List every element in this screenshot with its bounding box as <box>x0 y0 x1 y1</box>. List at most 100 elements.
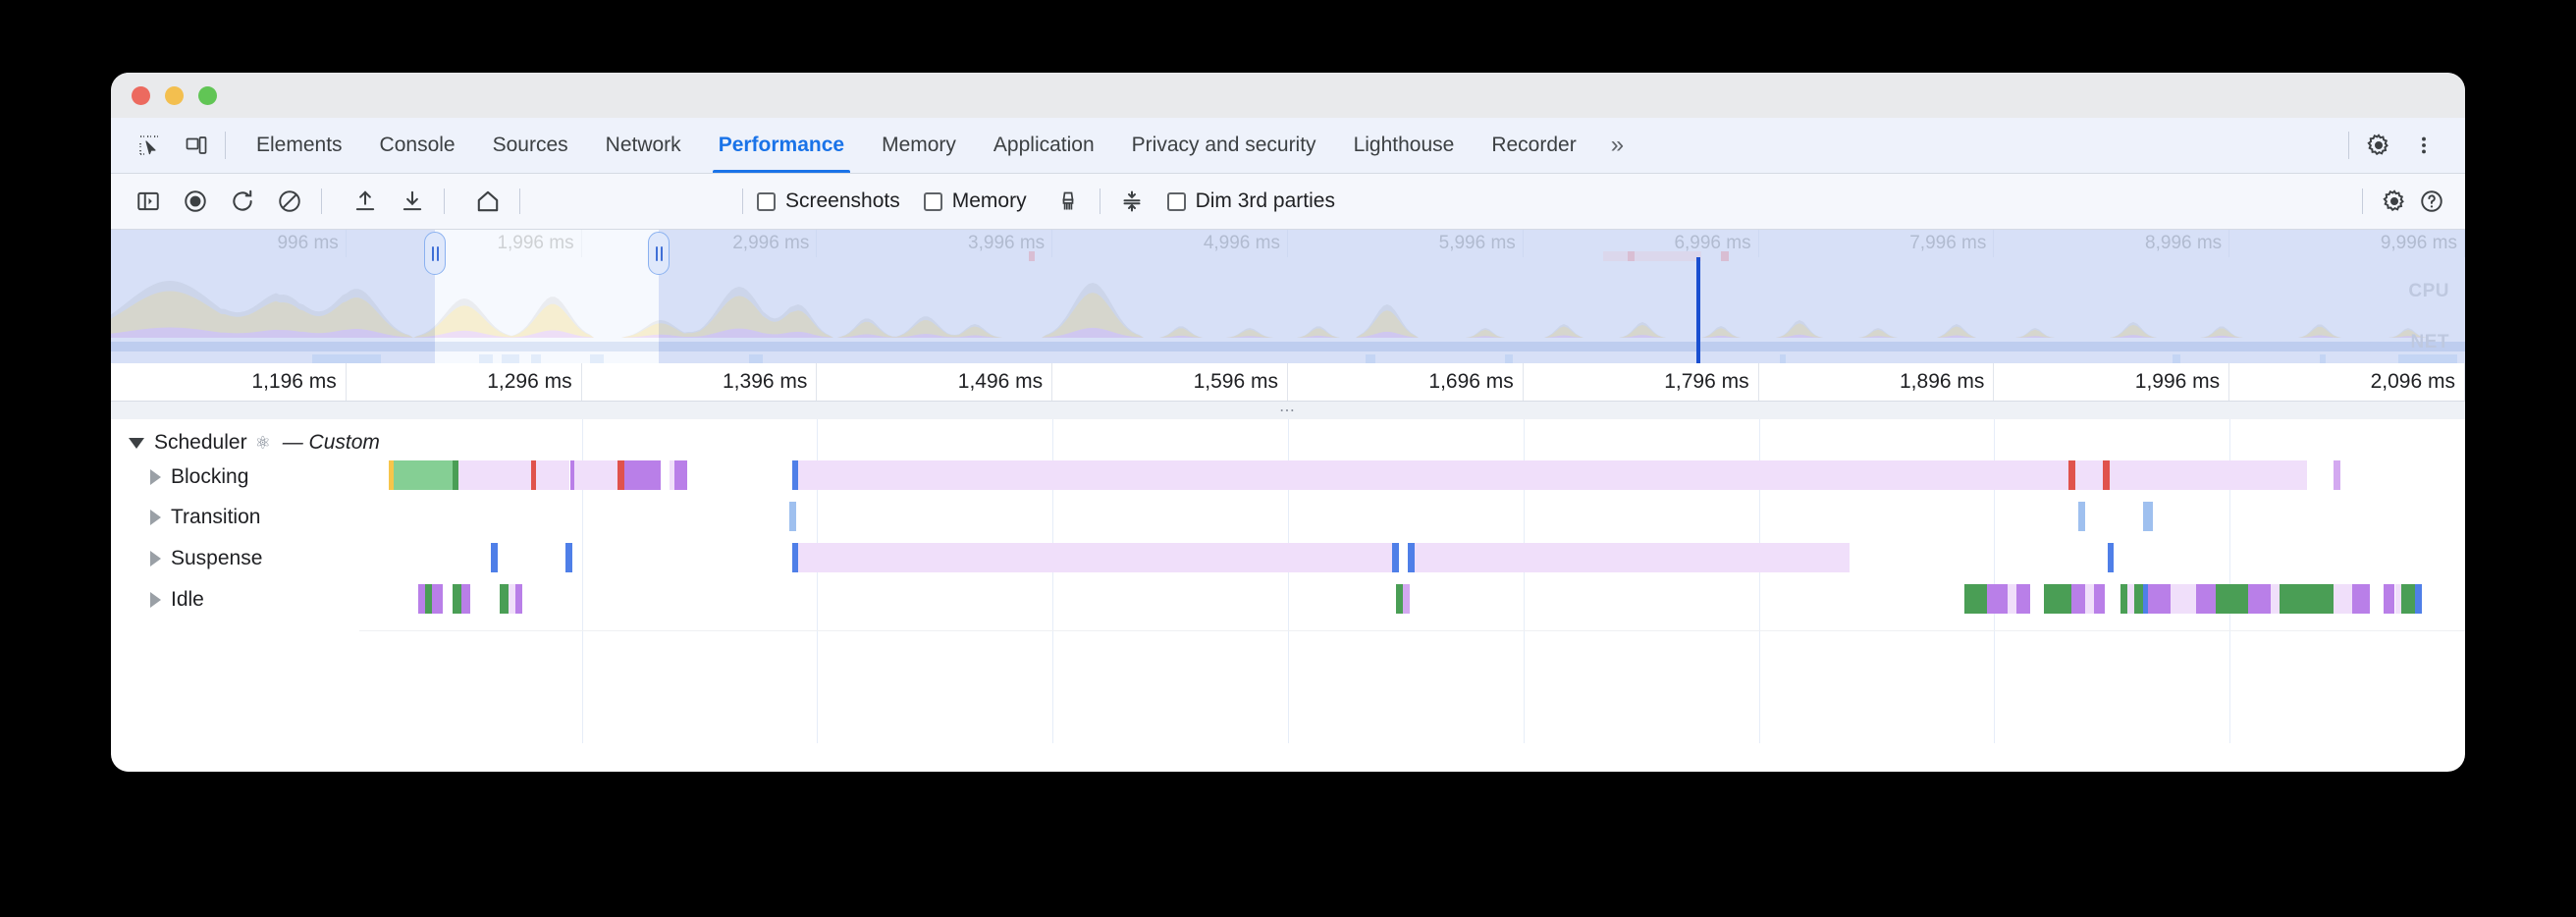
close-window-button[interactable] <box>132 86 150 105</box>
flame-entry[interactable] <box>789 502 797 531</box>
flame-entry[interactable] <box>1964 584 1988 614</box>
flame-entry[interactable] <box>2107 543 2115 572</box>
capture-settings-gear-icon[interactable] <box>2377 184 2412 219</box>
home-icon[interactable] <box>470 184 506 219</box>
memory-checkbox-box[interactable] <box>923 191 942 211</box>
more-tabs-icon[interactable]: » <box>1610 132 1625 158</box>
flame-entry[interactable] <box>2171 584 2196 614</box>
tab-memory[interactable]: Memory <box>882 134 956 156</box>
flame-entry[interactable] <box>569 460 575 490</box>
flame-entry[interactable] <box>2102 460 2110 490</box>
tab-network[interactable]: Network <box>605 134 681 156</box>
flame-entry[interactable] <box>2016 584 2031 614</box>
flame-entry[interactable] <box>2143 584 2149 614</box>
dim-3rd-parties-checkbox-box[interactable] <box>1166 191 1186 211</box>
flame-entry[interactable] <box>2383 584 2395 614</box>
flame-entry[interactable] <box>673 460 688 490</box>
flame-entry[interactable] <box>669 460 674 490</box>
flame-entry[interactable] <box>2044 584 2071 614</box>
flame-entry[interactable] <box>2334 584 2352 614</box>
flame-entry[interactable] <box>500 584 510 614</box>
flame-entry[interactable] <box>574 460 617 490</box>
flame-entry[interactable] <box>2401 584 2416 614</box>
flame-entry[interactable] <box>2075 460 2103 490</box>
flame-entry[interactable] <box>535 460 570 490</box>
upload-profile-icon[interactable] <box>348 184 383 219</box>
flame-entry[interactable] <box>2247 584 2271 614</box>
flame-entry[interactable] <box>490 543 498 572</box>
flame-entry[interactable] <box>393 460 453 490</box>
tab-elements[interactable]: Elements <box>256 134 343 156</box>
track-bars-blocking[interactable] <box>111 460 2465 490</box>
flame-entry[interactable] <box>1414 543 1850 572</box>
clear-icon[interactable] <box>272 184 307 219</box>
flame-entry[interactable] <box>2415 584 2423 614</box>
flame-entry[interactable] <box>452 460 459 490</box>
flame-entry[interactable] <box>2109 460 2307 490</box>
flame-entry[interactable] <box>2084 584 2094 614</box>
overview-resize-handle[interactable]: ⋯ <box>111 402 2465 420</box>
track-bars-transition[interactable] <box>111 502 2465 531</box>
tab-privacy-and-security[interactable]: Privacy and security <box>1131 134 1316 156</box>
tab-application[interactable]: Application <box>993 134 1095 156</box>
flame-entry[interactable] <box>1403 584 1411 614</box>
flame-entry[interactable] <box>388 460 394 490</box>
toggle-sidebar-icon[interactable] <box>131 184 166 219</box>
flame-entry[interactable] <box>417 584 425 614</box>
track-bars-idle[interactable] <box>111 584 2465 614</box>
inspect-element-icon[interactable] <box>133 129 166 162</box>
track-bars-suspense[interactable] <box>111 543 2465 572</box>
flame-entry[interactable] <box>460 584 470 614</box>
chevron-right-icon[interactable] <box>150 510 161 525</box>
flame-entry[interactable] <box>798 460 2069 490</box>
record-icon[interactable] <box>178 184 213 219</box>
group-header-scheduler[interactable]: Scheduler ⚛ — Custom <box>129 431 380 455</box>
memory-checkbox[interactable]: Memory <box>923 189 1027 213</box>
tab-console[interactable]: Console <box>379 134 456 156</box>
flame-entry[interactable] <box>2334 460 2341 490</box>
flame-chart[interactable]: Scheduler ⚛ — Custom Blocking Transition… <box>111 419 2465 743</box>
reload-and-record-icon[interactable] <box>225 184 260 219</box>
tab-sources[interactable]: Sources <box>492 134 568 156</box>
flame-entry[interactable] <box>2394 584 2402 614</box>
flame-entry[interactable] <box>531 460 536 490</box>
flame-entry[interactable] <box>2120 584 2128 614</box>
flame-entry[interactable] <box>2195 584 2217 614</box>
flame-entry[interactable] <box>2148 584 2172 614</box>
flame-entry[interactable] <box>2134 584 2144 614</box>
flame-entry[interactable] <box>2143 502 2153 531</box>
flame-entry[interactable] <box>564 543 572 572</box>
flame-entry[interactable] <box>1987 584 2009 614</box>
more-options-icon[interactable] <box>2406 128 2442 163</box>
help-icon[interactable] <box>2414 184 2449 219</box>
flame-entry[interactable] <box>515 584 523 614</box>
dim-3rd-parties-checkbox[interactable]: Dim 3rd parties <box>1166 189 1335 213</box>
track-row-blocking[interactable]: Blocking <box>150 465 248 489</box>
flame-entry[interactable] <box>509 584 516 614</box>
zoom-window-button[interactable] <box>198 86 217 105</box>
flame-entry[interactable] <box>2270 584 2280 614</box>
tab-lighthouse[interactable]: Lighthouse <box>1353 134 1455 156</box>
brush-icon[interactable] <box>1050 184 1086 219</box>
collapse-tracks-icon[interactable] <box>1114 184 1150 219</box>
flame-entry[interactable] <box>1391 543 1399 572</box>
device-toolbar-icon[interactable] <box>180 129 213 162</box>
flame-entry[interactable] <box>2216 584 2248 614</box>
flame-entry[interactable] <box>1396 584 1404 614</box>
tab-recorder[interactable]: Recorder <box>1491 134 1577 156</box>
flame-entry[interactable] <box>2279 584 2334 614</box>
chevron-down-icon[interactable] <box>129 437 144 449</box>
flame-entry[interactable] <box>2068 460 2076 490</box>
chevron-right-icon[interactable] <box>150 592 161 608</box>
track-row-idle[interactable]: Idle <box>150 588 204 612</box>
flame-entry[interactable] <box>431 584 444 614</box>
flame-entry[interactable] <box>791 460 799 490</box>
flame-entry[interactable] <box>2127 584 2135 614</box>
screenshots-checkbox-box[interactable] <box>757 191 776 211</box>
flame-entry[interactable] <box>424 584 432 614</box>
flame-entry[interactable] <box>458 460 532 490</box>
flame-entry[interactable] <box>2351 584 2371 614</box>
flame-entry[interactable] <box>623 460 661 490</box>
